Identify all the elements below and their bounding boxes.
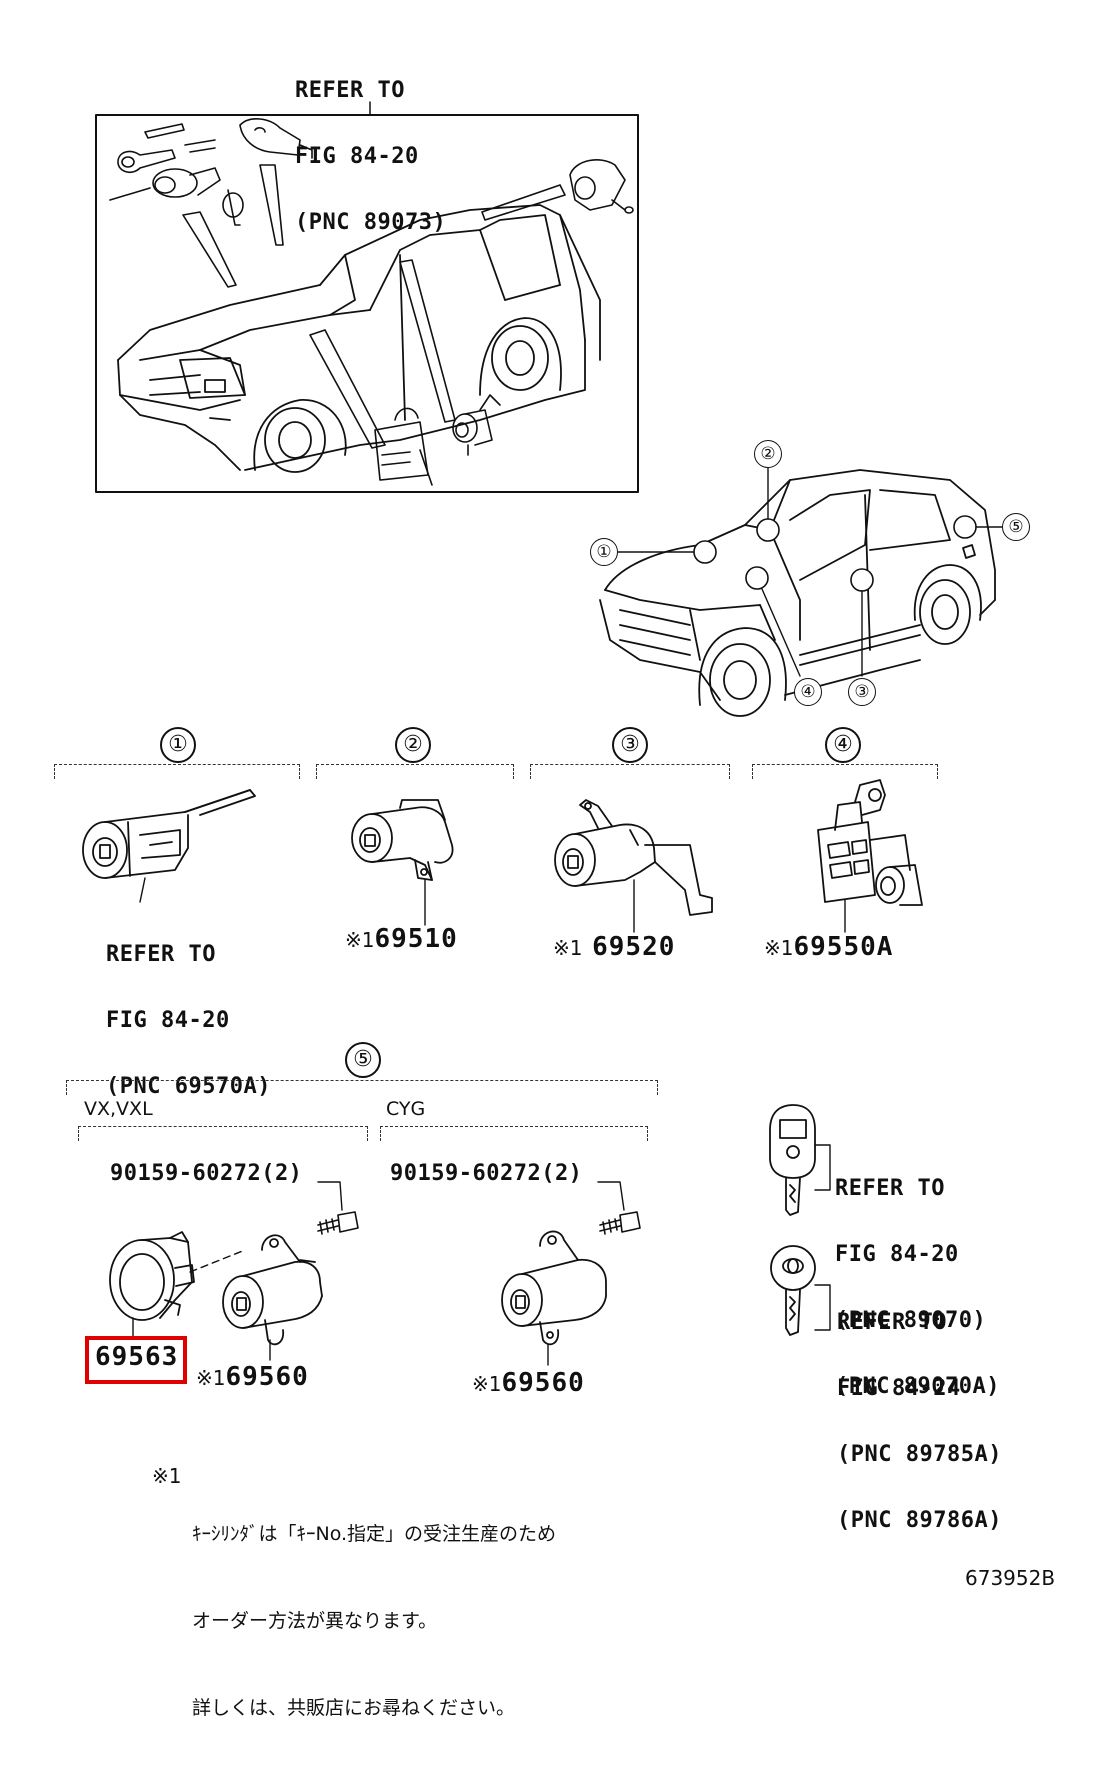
figure-id: 673952B [965, 1566, 1056, 1590]
inset-parts [109, 118, 634, 486]
note-line-2: オーダー方法が異なります。 [192, 1610, 438, 1632]
part-69560-left [222, 1234, 323, 1346]
section-5-circle: ⑤ [345, 1042, 381, 1078]
section-4-circle: ④ [825, 727, 861, 763]
k2-line-2: FIG 84-24 [837, 1376, 961, 1401]
section-3-part-label: ※1 69520 [553, 932, 675, 962]
part-69510 [351, 799, 454, 881]
remote-key-2 [770, 1245, 816, 1336]
key-reference-2: REFER TO FIG 84-24 (PNC 89785A) (PNC 897… [837, 1268, 1002, 1554]
part-number-69510: 69510 [374, 924, 458, 954]
order-mark: ※1 [345, 928, 375, 952]
s1-ref-line-3: (PNC 69570A) [106, 1074, 271, 1099]
grade-label-right: CYG [386, 1098, 426, 1120]
k2-line-3: (PNC 89785A) [837, 1442, 1002, 1467]
callout-1: ① [590, 538, 618, 566]
top-ref-line-2: FIG 84-20 [295, 144, 419, 169]
part-69520 [554, 799, 713, 916]
s1-ref-line-2: FIG 84-20 [106, 1008, 230, 1033]
inset-frame [95, 114, 639, 493]
part-69560-right [501, 1230, 607, 1346]
k1-line-4: (PNC 89070A) [835, 1374, 1000, 1399]
section-2-circle: ② [395, 727, 431, 763]
note-line-3: 詳しくは、共販店にお尋ねください。 [192, 1697, 516, 1719]
section-5-left-bracket [78, 1126, 368, 1141]
note-mark: ※1 [152, 1464, 182, 1488]
section-1-bracket [54, 764, 300, 779]
section-5-right-bracket [380, 1126, 648, 1141]
k2-line-1: REFER TO [837, 1310, 947, 1335]
main-vehicle [599, 469, 996, 717]
bolt-right [599, 1211, 641, 1235]
remote-key-1 [769, 1104, 816, 1216]
part-69550A [817, 779, 923, 906]
callout-3: ③ [848, 678, 876, 706]
section-1-circle: ① [160, 727, 196, 763]
order-mark: ※1 [472, 1372, 502, 1396]
key-reference-1: REFER TO FIG 84-20 (PNC 89070) (PNC 8907… [835, 1134, 1000, 1420]
k1-line-3: (PNC 89070) [835, 1308, 987, 1333]
grade-label-left: VX,VXL [84, 1098, 153, 1120]
k2-line-4: (PNC 89786A) [837, 1508, 1002, 1533]
top-ref-line-1: REFER TO [295, 78, 405, 103]
section-4-part-label: ※169550A [764, 932, 893, 962]
part-number-69560-left: 69560 [225, 1362, 309, 1392]
section-1-reference: REFER TO FIG 84-20 (PNC 69570A) [106, 900, 271, 1120]
section-2-part-label: ※169510 [345, 924, 458, 954]
k1-line-1: REFER TO [835, 1176, 945, 1201]
section-4-bracket [752, 764, 938, 779]
top-reference: REFER TO FIG 84-20 (PNC 89073) [295, 36, 446, 256]
s1-ref-line-1: REFER TO [106, 942, 216, 967]
order-mark: ※1 [196, 1366, 226, 1390]
callout-5: ⑤ [1002, 513, 1030, 541]
highlighted-part-box [85, 1336, 187, 1384]
part-number-69520: 69520 [592, 932, 676, 962]
section-5-right-part-label: ※169560 [472, 1368, 585, 1398]
bolt-part-number-left: 90159-60272(2) [110, 1161, 303, 1186]
section-3-bracket [530, 764, 730, 779]
bolt-part-number-right: 90159-60272(2) [390, 1161, 583, 1186]
inset-vehicle [117, 204, 601, 473]
note-line-1: ｷｰｼﾘﾝﾀﾞは「ｷｰNo.指定」の受注生産のため [192, 1523, 557, 1545]
callout-2: ② [754, 440, 782, 468]
order-note: ※1 ｷｰｼﾘﾝﾀﾞは「ｷｰNo.指定」の受注生産のため オーダー方法が異なりま… [152, 1462, 556, 1781]
section-2-bracket [316, 764, 514, 779]
location-markers [693, 515, 977, 592]
bolt-left [317, 1211, 359, 1235]
leader-lines [617, 467, 1003, 677]
section-5-bracket [66, 1080, 658, 1095]
part-number-69560-right: 69560 [501, 1368, 585, 1398]
k1-line-2: FIG 84-20 [835, 1242, 959, 1267]
part-69563-bezel [109, 1231, 195, 1321]
part-number-69550A: 69550A [793, 932, 894, 962]
diagram-line-art [82, 101, 1003, 1366]
section-5-left-part-label: ※169560 [196, 1362, 309, 1392]
callout-4: ④ [794, 678, 822, 706]
part-ignition-cylinder [82, 789, 256, 879]
top-ref-line-3: (PNC 89073) [295, 210, 447, 235]
order-mark: ※1 [553, 936, 583, 960]
section-3-circle: ③ [612, 727, 648, 763]
order-mark: ※1 [764, 936, 794, 960]
part-number-69563: 69563 [95, 1342, 179, 1372]
